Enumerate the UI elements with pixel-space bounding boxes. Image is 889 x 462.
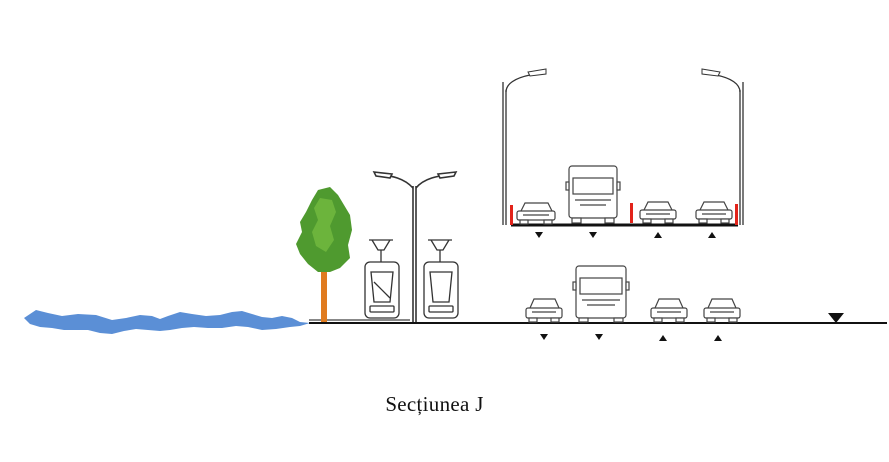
barrier-median-left xyxy=(630,203,633,223)
barrier-left xyxy=(510,205,513,225)
down-arrow-icon xyxy=(589,232,597,238)
up-arrow-icon xyxy=(714,335,722,341)
car xyxy=(695,201,733,224)
bus xyxy=(565,165,621,224)
upper-deck xyxy=(502,68,744,227)
up-arrow-icon xyxy=(708,232,716,238)
car xyxy=(639,201,677,224)
car xyxy=(650,298,688,323)
car xyxy=(525,298,563,323)
section-title: Secțiunea J xyxy=(385,392,484,416)
tram-2 xyxy=(423,239,459,319)
barrier-right xyxy=(735,204,738,225)
double-street-lamp xyxy=(372,171,458,322)
tree xyxy=(296,187,352,322)
down-arrow-icon xyxy=(595,334,603,340)
river-water xyxy=(24,310,310,334)
car xyxy=(516,202,556,225)
car xyxy=(703,298,741,323)
down-arrow-icon xyxy=(535,232,543,238)
tree-trunk xyxy=(321,258,327,322)
up-arrow-icon xyxy=(659,335,667,341)
tree-foliage-highlight xyxy=(312,198,336,252)
tram-1 xyxy=(364,239,400,319)
up-arrow-icon xyxy=(654,232,662,238)
down-arrow-icon xyxy=(540,334,548,340)
level-marker-icon xyxy=(828,313,844,323)
bus xyxy=(572,265,630,323)
